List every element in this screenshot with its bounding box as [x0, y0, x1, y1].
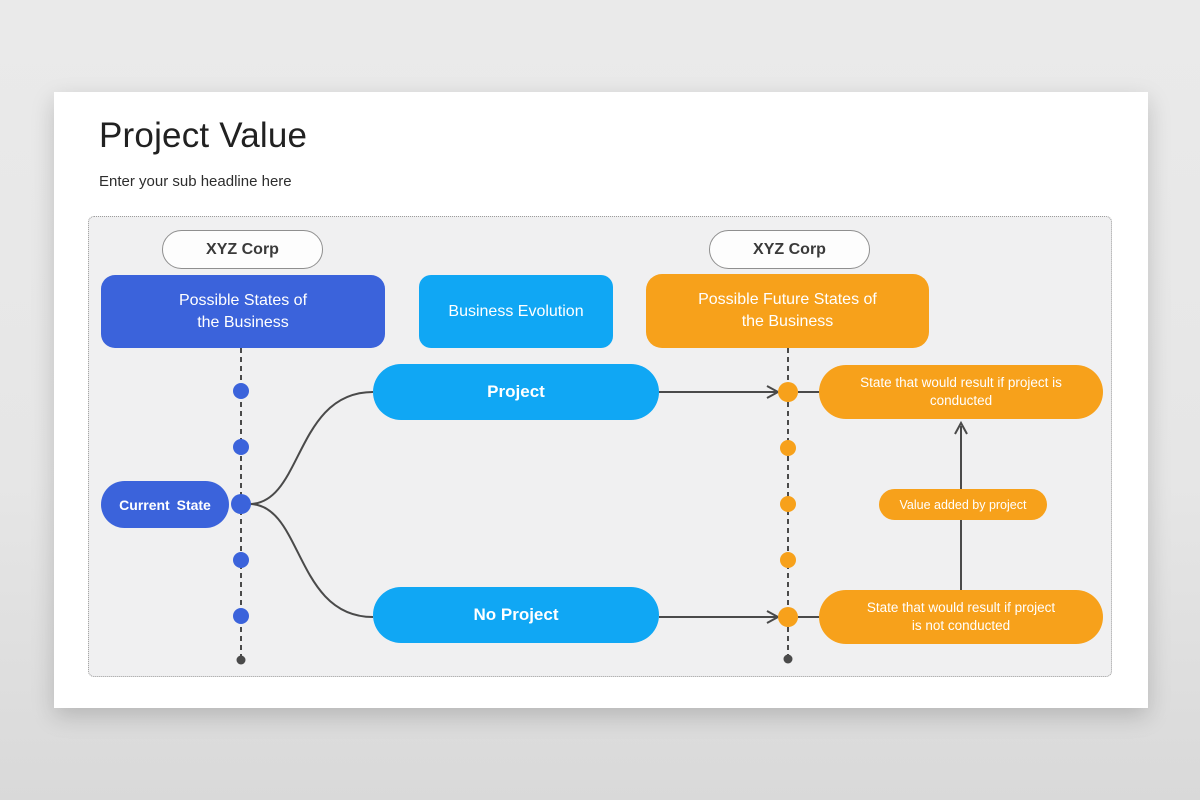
timeline-end-dot	[236, 655, 246, 665]
value-added-label: Value added by project	[899, 497, 1027, 512]
current-state-label: Current State	[119, 496, 211, 513]
org-pill-right: XYZ Corp	[709, 230, 870, 269]
node-value-added-by-project: Value added by project	[879, 489, 1047, 520]
no-project-label: No Project	[473, 605, 559, 624]
org-pill-left-label: XYZ Corp	[206, 240, 279, 258]
org-pill-right-label: XYZ Corp	[753, 240, 826, 258]
branch-curve-to-no-project	[249, 503, 374, 618]
branch-curve-to-project	[249, 391, 374, 505]
timeline-dot-orange-junction	[778, 382, 798, 402]
node-state-if-not-conducted: State that would result if project is no…	[819, 590, 1103, 644]
state-if-not-conducted-label: State that would result if project is no…	[866, 600, 1056, 633]
node-possible-states-header: Possible States of the Business	[101, 275, 385, 348]
slide-title: Project Value	[99, 116, 308, 155]
node-no-project: No Project	[373, 587, 659, 643]
node-current-state: Current State	[101, 481, 229, 528]
timeline-dot-blue	[233, 383, 249, 399]
timeline-dot-blue-branch	[231, 494, 251, 514]
possible-states-label: Possible States of the Business	[178, 291, 308, 331]
timeline-dot-orange-junction	[778, 607, 798, 627]
timeline-dot-blue	[233, 608, 249, 624]
org-pill-left: XYZ Corp	[162, 230, 323, 269]
timeline-dot-orange	[780, 496, 796, 512]
slide-subtitle: Enter your sub headline here	[99, 173, 292, 190]
arrow-value-added-head-icon	[954, 420, 968, 435]
timeline-dot-blue	[233, 439, 249, 455]
timeline-end-dot	[783, 654, 793, 664]
project-label: Project	[487, 382, 545, 401]
timeline-dot-orange	[780, 440, 796, 456]
node-possible-future-states-header: Possible Future States of the Business	[646, 274, 929, 348]
slide-card: Project Value Enter your sub headline he…	[54, 92, 1148, 708]
node-project: Project	[373, 364, 659, 420]
timeline-dot-blue	[233, 552, 249, 568]
possible-future-states-label: Possible Future States of the Business	[698, 291, 877, 330]
timeline-dot-orange	[780, 552, 796, 568]
business-evolution-label: Business Evolution	[448, 302, 584, 320]
node-state-if-conducted: State that would result if project is co…	[819, 365, 1103, 419]
node-business-evolution-header: Business Evolution	[419, 275, 613, 348]
diagram-panel: XYZ Corp XYZ Corp Possible States of the…	[88, 216, 1112, 677]
state-if-conducted-label: State that would result if project is co…	[860, 375, 1062, 408]
connectors-layer	[231, 348, 968, 665]
